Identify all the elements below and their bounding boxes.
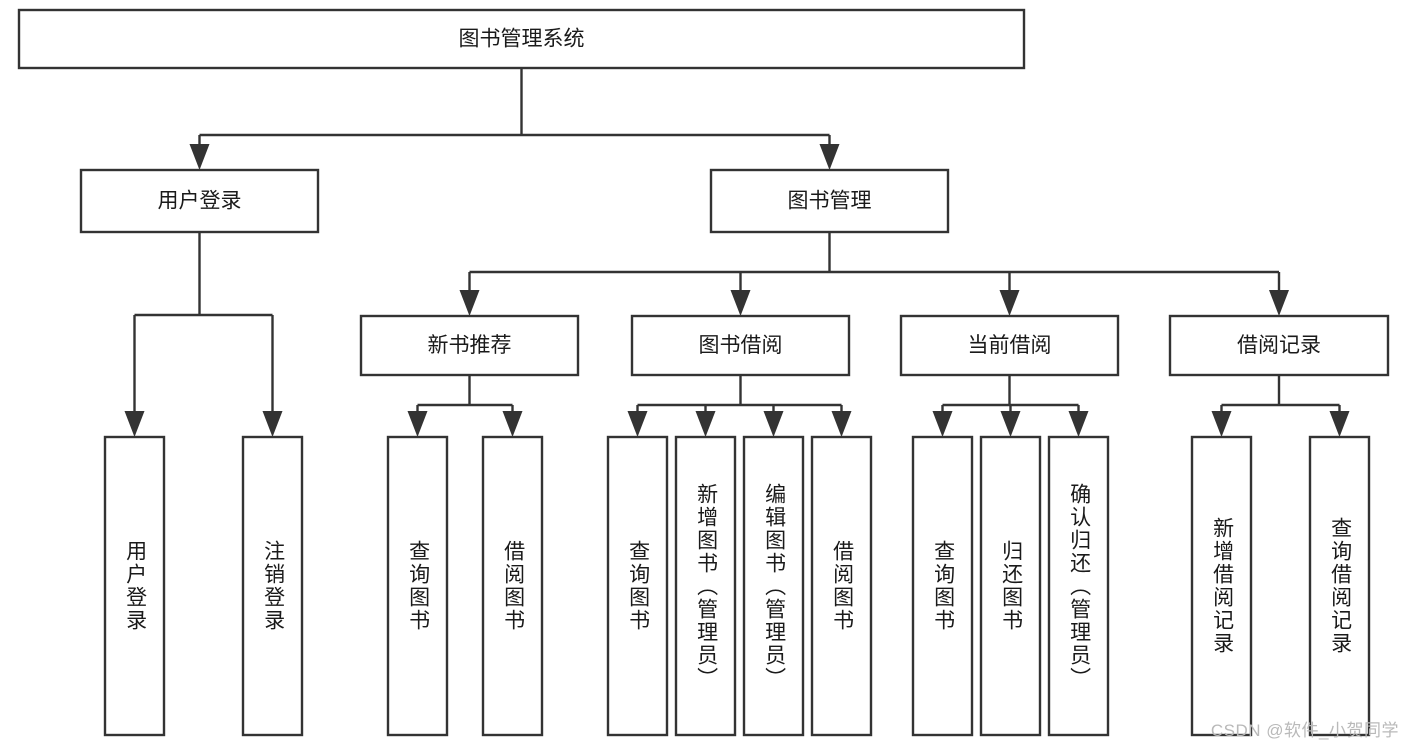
leaf-arrow-4-0-arrowhead bbox=[1211, 411, 1232, 437]
node-label-level2-2: 当前借阅 bbox=[968, 334, 1052, 357]
node-box-layer bbox=[17, 8, 1390, 737]
leaf-arrow-2-1-arrowhead bbox=[695, 411, 716, 437]
leaf-arrow-1-1-arrowhead bbox=[502, 411, 523, 437]
connector-layer bbox=[124, 68, 1350, 437]
leaf-box-2-3[interactable] bbox=[810, 435, 873, 737]
leaf-box-3-2[interactable] bbox=[1047, 435, 1110, 737]
leaf-arrow-3-1-arrowhead bbox=[1000, 411, 1021, 437]
leaf-arrow-4-1-arrowhead bbox=[1329, 411, 1350, 437]
leaf-box-2-0[interactable] bbox=[606, 435, 669, 737]
root-to-0-arrowhead bbox=[189, 144, 210, 170]
node-box-level2-0[interactable] bbox=[359, 314, 580, 377]
leaf-arrow-2-0-arrowhead bbox=[627, 411, 648, 437]
node-label-level2-1: 图书借阅 bbox=[699, 334, 783, 357]
node-box-level2-1[interactable] bbox=[630, 314, 851, 377]
leaf-box-1-0[interactable] bbox=[386, 435, 449, 737]
leaf-arrow-1-0-arrowhead bbox=[407, 411, 428, 437]
mgmt-to-1-arrowhead bbox=[730, 290, 751, 316]
mgmt-to-0-arrowhead bbox=[459, 290, 480, 316]
mgmt-to-3-arrowhead bbox=[1269, 290, 1289, 316]
leaf-arrow-3-2-arrowhead bbox=[1068, 411, 1089, 437]
leaf-arrow-3-0-arrowhead bbox=[932, 411, 953, 437]
node-box-root[interactable] bbox=[17, 8, 1026, 70]
leaf-box-2-1[interactable] bbox=[674, 435, 737, 737]
leaf-box-3-1[interactable] bbox=[979, 435, 1042, 737]
mgmt-to-2-arrowhead bbox=[999, 290, 1020, 316]
node-box-level2-3[interactable] bbox=[1168, 314, 1390, 377]
node-label-level1-0: 用户登录 bbox=[158, 190, 242, 213]
node-box-level1-1[interactable] bbox=[709, 168, 950, 234]
leaf-arrow-2-2-arrowhead bbox=[763, 411, 784, 437]
leaf-arrow-0-1-arrowhead bbox=[262, 411, 283, 437]
leaf-box-0-0[interactable] bbox=[103, 435, 166, 737]
leaf-arrow-0-0-arrowhead bbox=[124, 411, 145, 437]
root-to-1-arrowhead bbox=[819, 144, 840, 170]
node-box-level1-0[interactable] bbox=[79, 168, 320, 234]
node-label-level2-3: 借阅记录 bbox=[1237, 334, 1321, 357]
node-label-root: 图书管理系统 bbox=[459, 28, 585, 51]
leaf-arrow-2-3-arrowhead bbox=[831, 411, 852, 437]
watermark: CSDN @软件_小贺同学 bbox=[1210, 721, 1399, 740]
node-label-level1-1: 图书管理 bbox=[788, 190, 872, 213]
leaf-box-4-1[interactable] bbox=[1308, 435, 1371, 737]
leaf-box-0-1[interactable] bbox=[241, 435, 304, 737]
leaf-box-2-2[interactable] bbox=[742, 435, 805, 737]
node-box-level2-2[interactable] bbox=[899, 314, 1120, 377]
leaf-box-1-1[interactable] bbox=[481, 435, 544, 737]
leaf-box-3-0[interactable] bbox=[911, 435, 974, 737]
leaf-box-4-0[interactable] bbox=[1190, 435, 1253, 737]
node-label-level2-0: 新书推荐 bbox=[428, 334, 512, 357]
